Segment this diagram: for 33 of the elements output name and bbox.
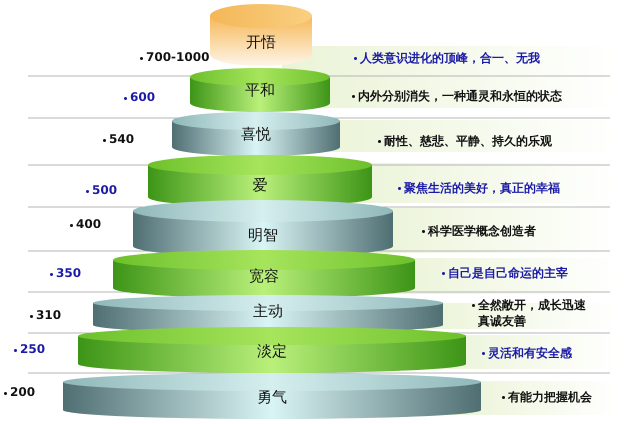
level-disc [78, 327, 466, 373]
level-name: 平和 [245, 81, 275, 99]
description-text: 有能力把握机会 [508, 389, 593, 405]
level-name: 主动 [253, 302, 283, 320]
level-disc [210, 4, 312, 66]
description-text: 聚焦生活的美好，真正的幸福 [404, 180, 561, 196]
level-name: 喜悦 [241, 125, 271, 143]
score-value: 700-1000 [146, 50, 210, 64]
level-name: 淡定 [257, 342, 287, 360]
description-text: 自己是自己命运的主宰 [448, 265, 569, 281]
score-value: 400 [76, 217, 102, 231]
description-text: 内外分别消失，一种通灵和永恒的状态 [358, 88, 563, 104]
score-value: 200 [10, 385, 36, 399]
description-text: 耐性、慈悲、平静、持久的乐观 [384, 133, 553, 149]
score-value: 350 [56, 266, 82, 280]
level-disc [172, 112, 340, 156]
level-name: 爱 [252, 176, 268, 194]
score-value: 600 [130, 90, 156, 104]
score-value: 250 [20, 342, 46, 356]
level-name: 明智 [248, 226, 278, 244]
description-text: 人类意识进化的顶峰，合一、无我 [360, 50, 541, 66]
score-value: 500 [92, 183, 118, 197]
level-disc [63, 373, 481, 419]
description-text: 灵活和有安全感 [488, 345, 573, 361]
description-text: 科学医学概念创造者 [428, 223, 537, 239]
description-text: 全然敞开，成长迅速真诚友善 [478, 297, 587, 329]
level-disc [113, 250, 415, 298]
level-disc [190, 68, 330, 112]
level-name: 勇气 [257, 388, 287, 406]
level-name: 开悟 [246, 33, 276, 51]
score-value: 540 [109, 132, 134, 146]
level-name: 宽容 [249, 267, 279, 285]
score-value: 310 [36, 308, 62, 322]
